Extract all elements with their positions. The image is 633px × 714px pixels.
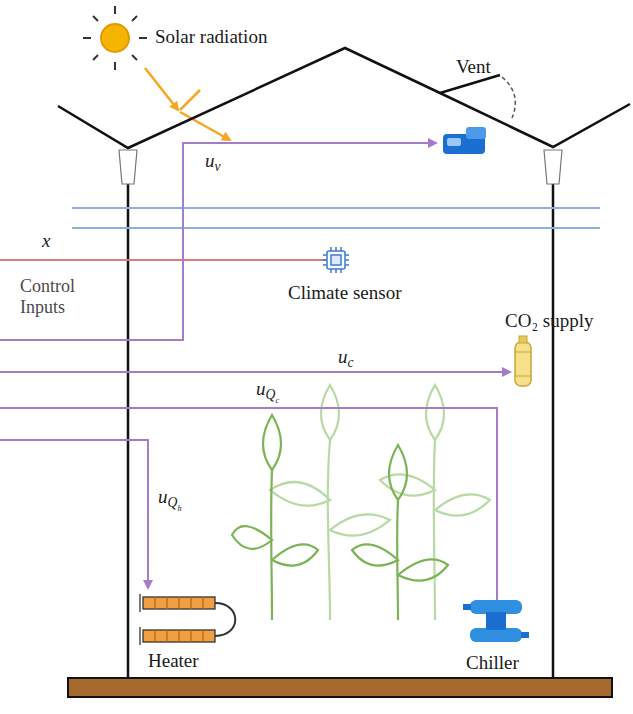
- sun-icon: [83, 6, 147, 70]
- wall: [552, 182, 555, 680]
- vent-actuator: [443, 127, 486, 154]
- chiller-icon: [463, 600, 529, 642]
- group-label: Control Inputs: [20, 276, 110, 317]
- lamp: [544, 150, 562, 184]
- co2-cylinder: [515, 336, 531, 386]
- sensor-chip: [323, 247, 349, 273]
- solar-ray: [145, 68, 230, 140]
- heater-icon: [140, 594, 235, 645]
- signal-name: x: [42, 230, 50, 252]
- vent-swing: [502, 77, 515, 118]
- rail: [72, 227, 600, 229]
- vent-flap: [440, 75, 500, 93]
- part-label: Climate sensor: [288, 282, 401, 304]
- signal-name: uv: [205, 150, 221, 175]
- signal-name: uQh: [158, 486, 181, 514]
- state-line: [0, 259, 326, 261]
- part-label: Vent: [456, 56, 491, 78]
- annotation-label: Solar radiation: [155, 26, 267, 48]
- signal-name: uQc: [256, 378, 279, 406]
- lamp: [119, 150, 137, 184]
- roof: [58, 48, 630, 148]
- part-label: Chiller: [466, 652, 519, 674]
- signal-name: uc: [338, 346, 354, 371]
- rail: [72, 207, 600, 209]
- control-arrows: [0, 143, 510, 626]
- wall: [127, 182, 130, 680]
- plants: [232, 385, 490, 620]
- part-label: Heater: [148, 650, 199, 672]
- part-label: CO₂ supply: [505, 310, 593, 332]
- floor: [68, 678, 612, 697]
